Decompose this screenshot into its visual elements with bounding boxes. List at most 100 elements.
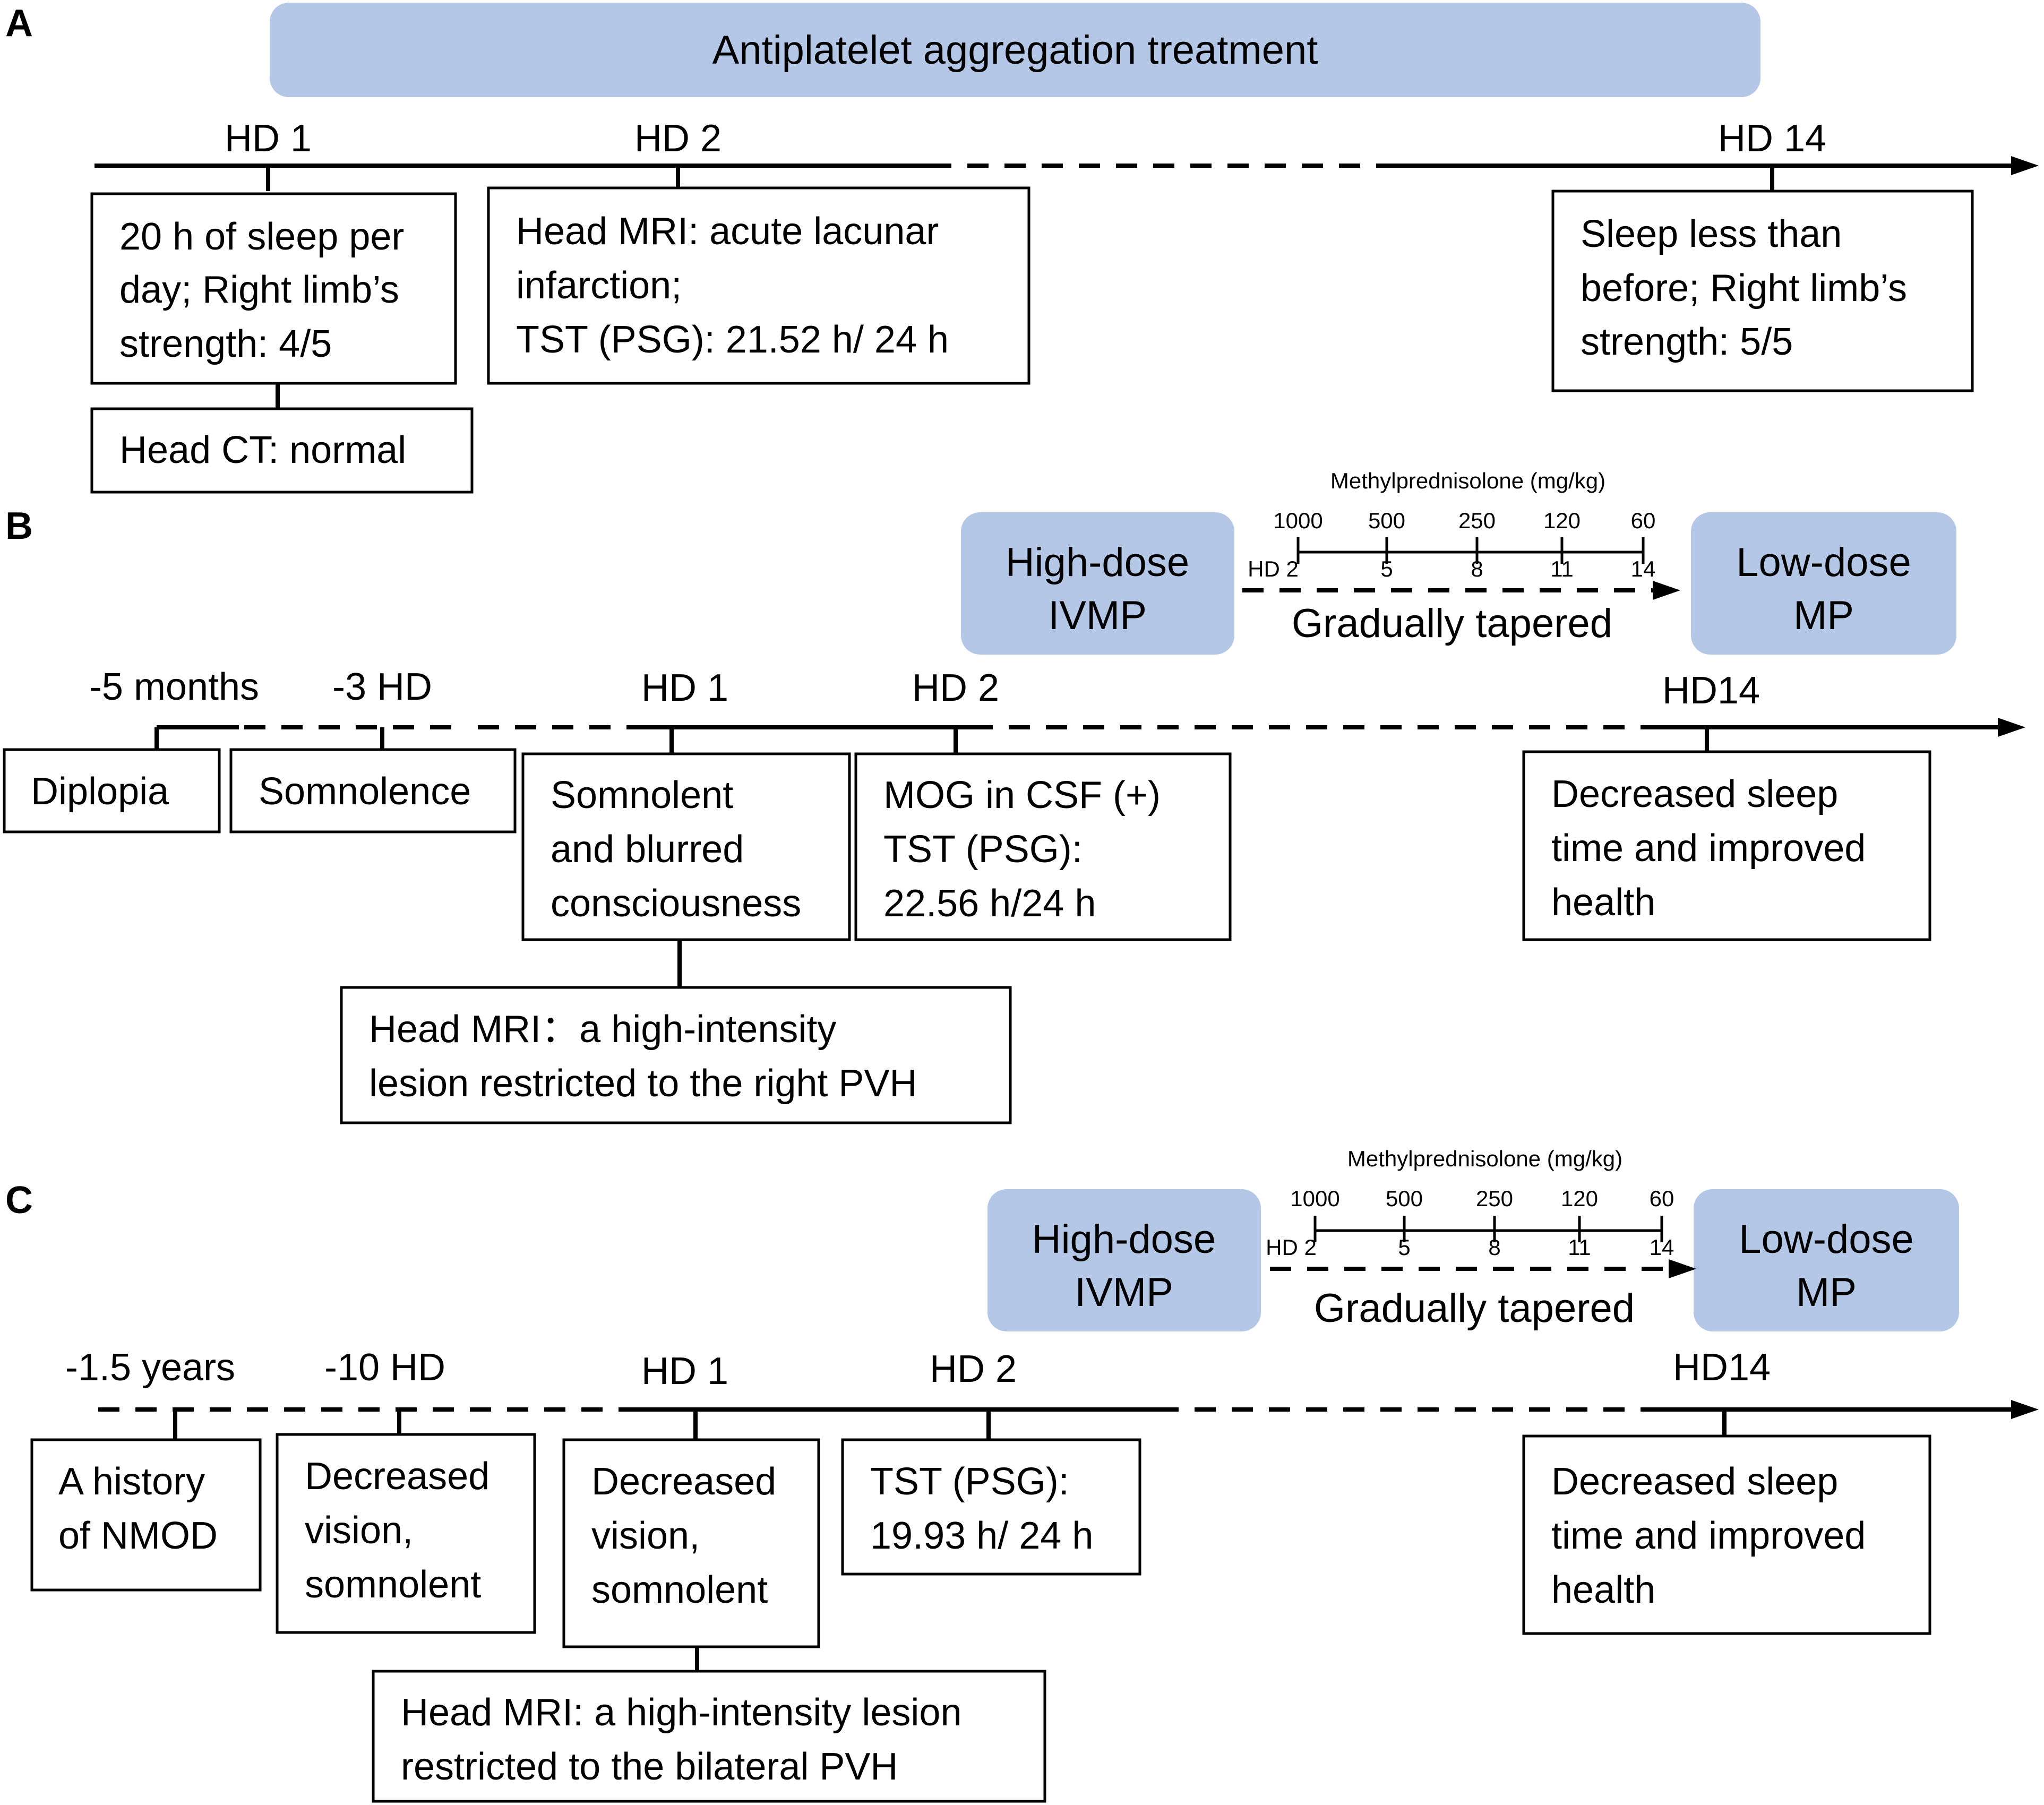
box-b-mog-line3: 22.56 h/24 h [883,882,1096,925]
box-a-sleep-20h [90,192,457,385]
box-c-vision-1-line2: vision, [305,1509,413,1552]
pill-b-low-dose-line2: MP [1793,593,1854,638]
box-c-history-line2: of NMOD [58,1515,218,1557]
antiplatelet-banner [270,3,1760,97]
scale-c-title: Methylprednisolone (mg/kg) [1347,1146,1622,1171]
box-a-head-mri-line2: infarction; [516,264,682,307]
panel-c: C High-dose IVMP Low-dose MP Methylpredn… [5,1146,2039,1803]
pill-c-low-dose [1694,1189,1959,1331]
box-a-head-mri-line3: TST (PSG): 21.52 h/ 24 h [516,319,949,361]
scale-c-day-3: 8 [1488,1235,1500,1260]
box-c-vision-2-line1: Decreased [591,1460,776,1503]
label-c-hd2: HD 2 [930,1348,1017,1390]
label-b-hd14: HD14 [1662,669,1760,712]
pill-b-high-dose-line2: IVMP [1048,593,1147,638]
pill-c-low-dose-line2: MP [1796,1270,1857,1315]
scale-c-day-4: 11 [1568,1235,1591,1260]
box-c-head-mri-line2: restricted to the bilateral PVH [401,1746,898,1788]
box-b-somnolence-text: Somnolence [259,770,471,813]
scale-c-dose-4: 120 [1561,1186,1598,1211]
box-b-somnolent-line2: and blurred [551,828,744,871]
box-c-decreased-line3: health [1551,1569,1655,1611]
pill-c-high-dose-line1: High-dose [1032,1217,1216,1262]
label-a-hd1: HD 1 [225,117,312,160]
pill-c-high-dose [987,1189,1261,1331]
label-a-hd14: HD 14 [1718,117,1826,160]
box-b-diplopia [3,748,221,833]
pill-c-high-dose-line2: IVMP [1075,1270,1173,1315]
label-b-5months: -5 months [89,666,259,708]
label-c-15years: -1.5 years [65,1346,235,1389]
box-c-tst [841,1438,1141,1576]
box-c-decreased-line1: Decreased sleep [1551,1460,1838,1503]
box-a-sleep-20h-line2: day; Right limb’s [119,269,399,311]
box-c-vision-1-line1: Decreased [305,1455,489,1498]
box-a-sleep-less-line3: strength: 5/5 [1581,321,1793,363]
scale-c-day-2: 5 [1398,1235,1410,1260]
scale-c-dose-2: 500 [1386,1186,1423,1211]
box-c-decreased-sleep [1522,1434,1931,1635]
panel-c-label: C [5,1179,33,1222]
box-b-head-mri-line1: Head MRI：a high-intensity [369,1008,836,1051]
box-a-head-ct-text: Head CT: normal [119,429,406,471]
pill-b-high-dose-line1: High-dose [1006,540,1189,585]
scale-b-dose-2: 500 [1368,508,1405,533]
pill-b-low-dose-line1: Low-dose [1736,540,1911,585]
box-b-somnolent [521,752,851,941]
box-c-vision-2 [562,1438,820,1648]
box-b-diplopia-text: Diplopia [31,770,169,813]
taper-b-arrowhead [1653,581,1680,600]
box-c-head-mri-line1: Head MRI: a high-intensity lesion [401,1691,962,1734]
box-a-sleep-less-line1: Sleep less than [1581,213,1842,255]
scale-b-title: Methylprednisolone (mg/kg) [1330,468,1605,493]
scale-b-dose-4: 120 [1543,508,1581,533]
scale-b-day-3: 8 [1471,556,1483,581]
scale-c-day-1: HD 2 [1266,1235,1317,1260]
scale-c-dose-1: 1000 [1290,1186,1339,1211]
box-b-somnolent-line3: consciousness [551,882,801,925]
box-b-decreased-sleep [1522,750,1931,941]
box-b-decreased-line2: time and improved [1551,827,1866,870]
taper-c-label: Gradually tapered [1314,1286,1635,1331]
box-b-somnolence [229,748,517,833]
pill-c-low-dose-line1: Low-dose [1739,1217,1914,1262]
box-b-mog-line2: TST (PSG): [883,828,1083,871]
panel-a: A Antiplatelet aggregation treatment HD … [5,2,2039,494]
box-c-vision-2-line3: somnolent [591,1569,768,1611]
panel-b-label: B [5,505,33,547]
scale-b-day-5: 14 [1631,556,1656,581]
scale-b-dose-3: 250 [1458,508,1496,533]
pill-b-high-dose [961,512,1234,655]
scale-c-dose-3: 250 [1476,1186,1513,1211]
box-a-sleep-less [1551,190,1974,392]
box-b-decreased-line1: Decreased sleep [1551,773,1838,815]
scale-b-dose-5: 60 [1631,508,1656,533]
box-a-sleep-less-line2: before; Right limb’s [1581,267,1907,310]
box-c-decreased-line2: time and improved [1551,1515,1866,1557]
taper-c-arrowhead [1669,1259,1696,1278]
label-b-3hd: -3 HD [332,666,432,708]
box-a-head-mri-line1: Head MRI: acute lacunar [516,210,939,253]
antiplatelet-banner-label: Antiplatelet aggregation treatment [712,28,1318,73]
box-c-history [30,1438,262,1592]
box-c-vision-2-line2: vision, [591,1515,700,1557]
box-a-head-ct [90,407,474,494]
scale-c-dose-5: 60 [1650,1186,1674,1211]
label-c-10hd: -10 HD [324,1346,445,1389]
box-a-sleep-20h-line1: 20 h of sleep per [119,216,404,258]
label-a-hd2: HD 2 [634,117,722,160]
taper-b-label: Gradually tapered [1292,601,1612,646]
box-b-mog [854,752,1232,941]
box-c-head-mri [372,1670,1046,1803]
label-c-hd1: HD 1 [641,1350,728,1393]
box-c-tst-line1: TST (PSG): [870,1460,1069,1503]
box-a-sleep-20h-line3: strength: 4/5 [119,323,332,365]
box-c-history-line1: A history [58,1460,205,1503]
box-b-decreased-line3: health [1551,881,1655,924]
box-b-head-mri-line2: lesion restricted to the right PVH [369,1062,917,1105]
scale-b-day-4: 11 [1550,556,1574,581]
box-b-head-mri [340,986,1012,1124]
box-c-vision-1-line3: somnolent [305,1563,481,1606]
box-b-somnolent-line1: Somnolent [551,774,733,816]
